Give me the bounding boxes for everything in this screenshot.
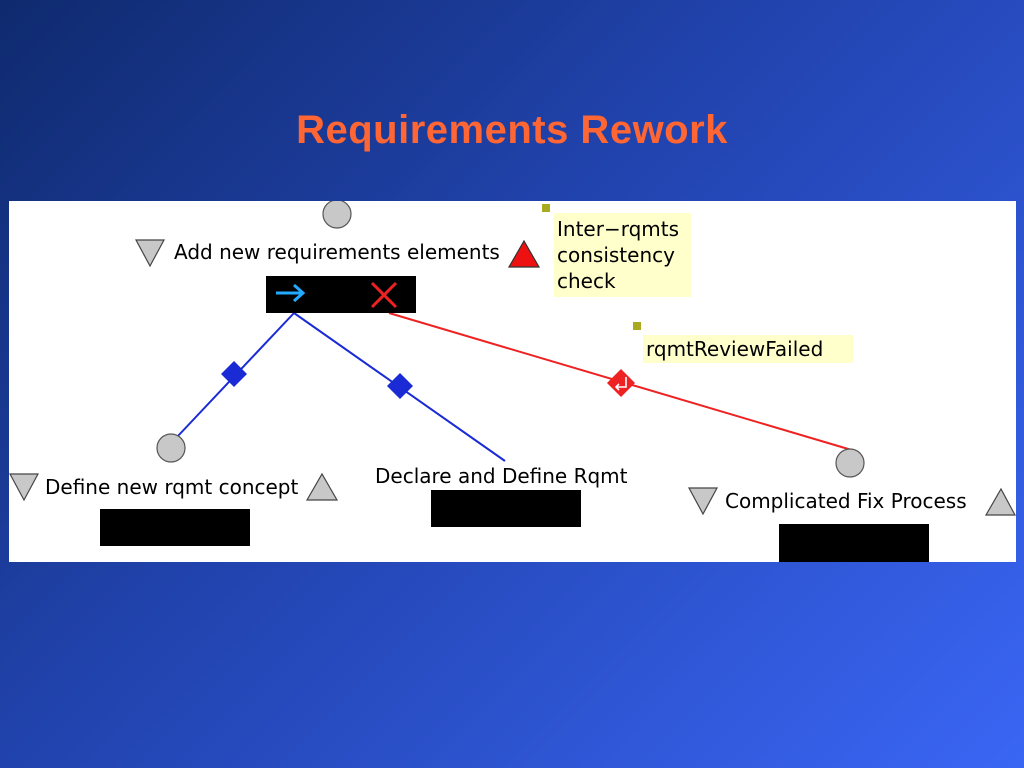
note-consistency-check-bg[interactable] <box>554 213 691 297</box>
step-label-add-elements: Add new requirements elements <box>174 240 500 264</box>
triangle-up-icon[interactable] <box>984 487 1016 516</box>
node-define-concept-circle[interactable] <box>156 433 186 463</box>
triangle-down-icon[interactable] <box>687 487 719 516</box>
note-consistency-line-1: Inter−rqmts <box>557 217 679 241</box>
note-marker-consistency <box>542 204 550 212</box>
triangle-up-icon[interactable] <box>305 472 339 501</box>
note-review-failed: rqmtReviewFailed <box>646 337 823 361</box>
note-marker-review <box>633 322 641 330</box>
return-icon[interactable] <box>607 369 635 397</box>
step-toolbar-complicated-fix <box>779 524 929 562</box>
step-label-declare-define: Declare and Define Rqmt <box>375 464 628 488</box>
x-mark-icon[interactable] <box>370 281 398 309</box>
triangle-down-icon[interactable] <box>134 239 166 268</box>
triangle-up-icon[interactable] <box>507 239 541 268</box>
step-label-complicated-fix: Complicated Fix Process <box>725 489 967 513</box>
step-toolbar-define-concept <box>100 509 250 546</box>
note-review-failed-bg[interactable] <box>643 335 853 363</box>
edge-diamond-left[interactable] <box>221 361 247 387</box>
arrow-right-icon[interactable] <box>276 283 306 303</box>
note-consistency-line-2: consistency <box>557 243 675 267</box>
diagram-panel: Add new requirements elements Inter−rqmt… <box>9 201 1016 562</box>
note-consistency-line-3: check <box>557 269 616 293</box>
edge-diamond-middle[interactable] <box>387 373 413 399</box>
slide-title: Requirements Rework <box>296 108 728 152</box>
process-diagram: Add new requirements elements Inter−rqmt… <box>9 201 1016 562</box>
node-complicated-fix-circle[interactable] <box>835 448 865 478</box>
node-start-circle[interactable] <box>322 201 352 229</box>
step-toolbar-declare-define <box>431 490 581 527</box>
step-label-define-concept: Define new rqmt concept <box>45 475 298 499</box>
triangle-down-icon[interactable] <box>9 473 40 502</box>
